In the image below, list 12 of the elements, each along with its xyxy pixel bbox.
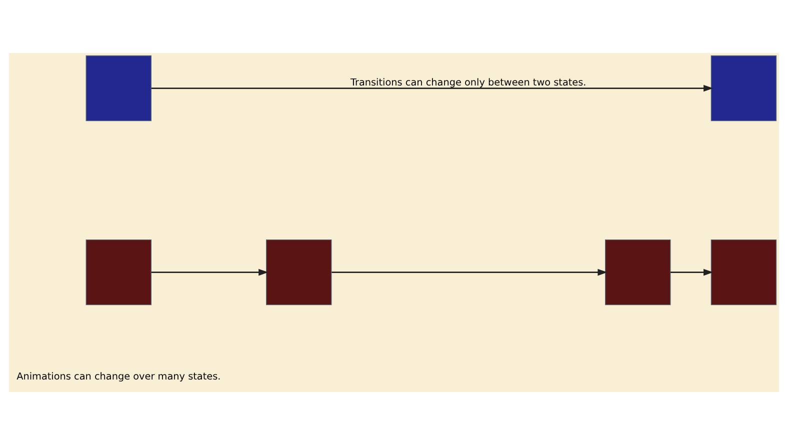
- arrow: [670, 268, 714, 276]
- node-box: [710, 54, 777, 121]
- node-box: [710, 238, 777, 305]
- label: Animations can change over many states.: [16, 370, 221, 382]
- node-box: [266, 238, 332, 305]
- arrow: [151, 84, 714, 92]
- arrow: [151, 268, 268, 276]
- arrow: [332, 268, 608, 276]
- edge-label: Transitions can change only between two states.: [350, 77, 586, 88]
- node-box: [605, 238, 671, 305]
- node-box: [86, 54, 152, 121]
- node-box: [86, 238, 152, 305]
